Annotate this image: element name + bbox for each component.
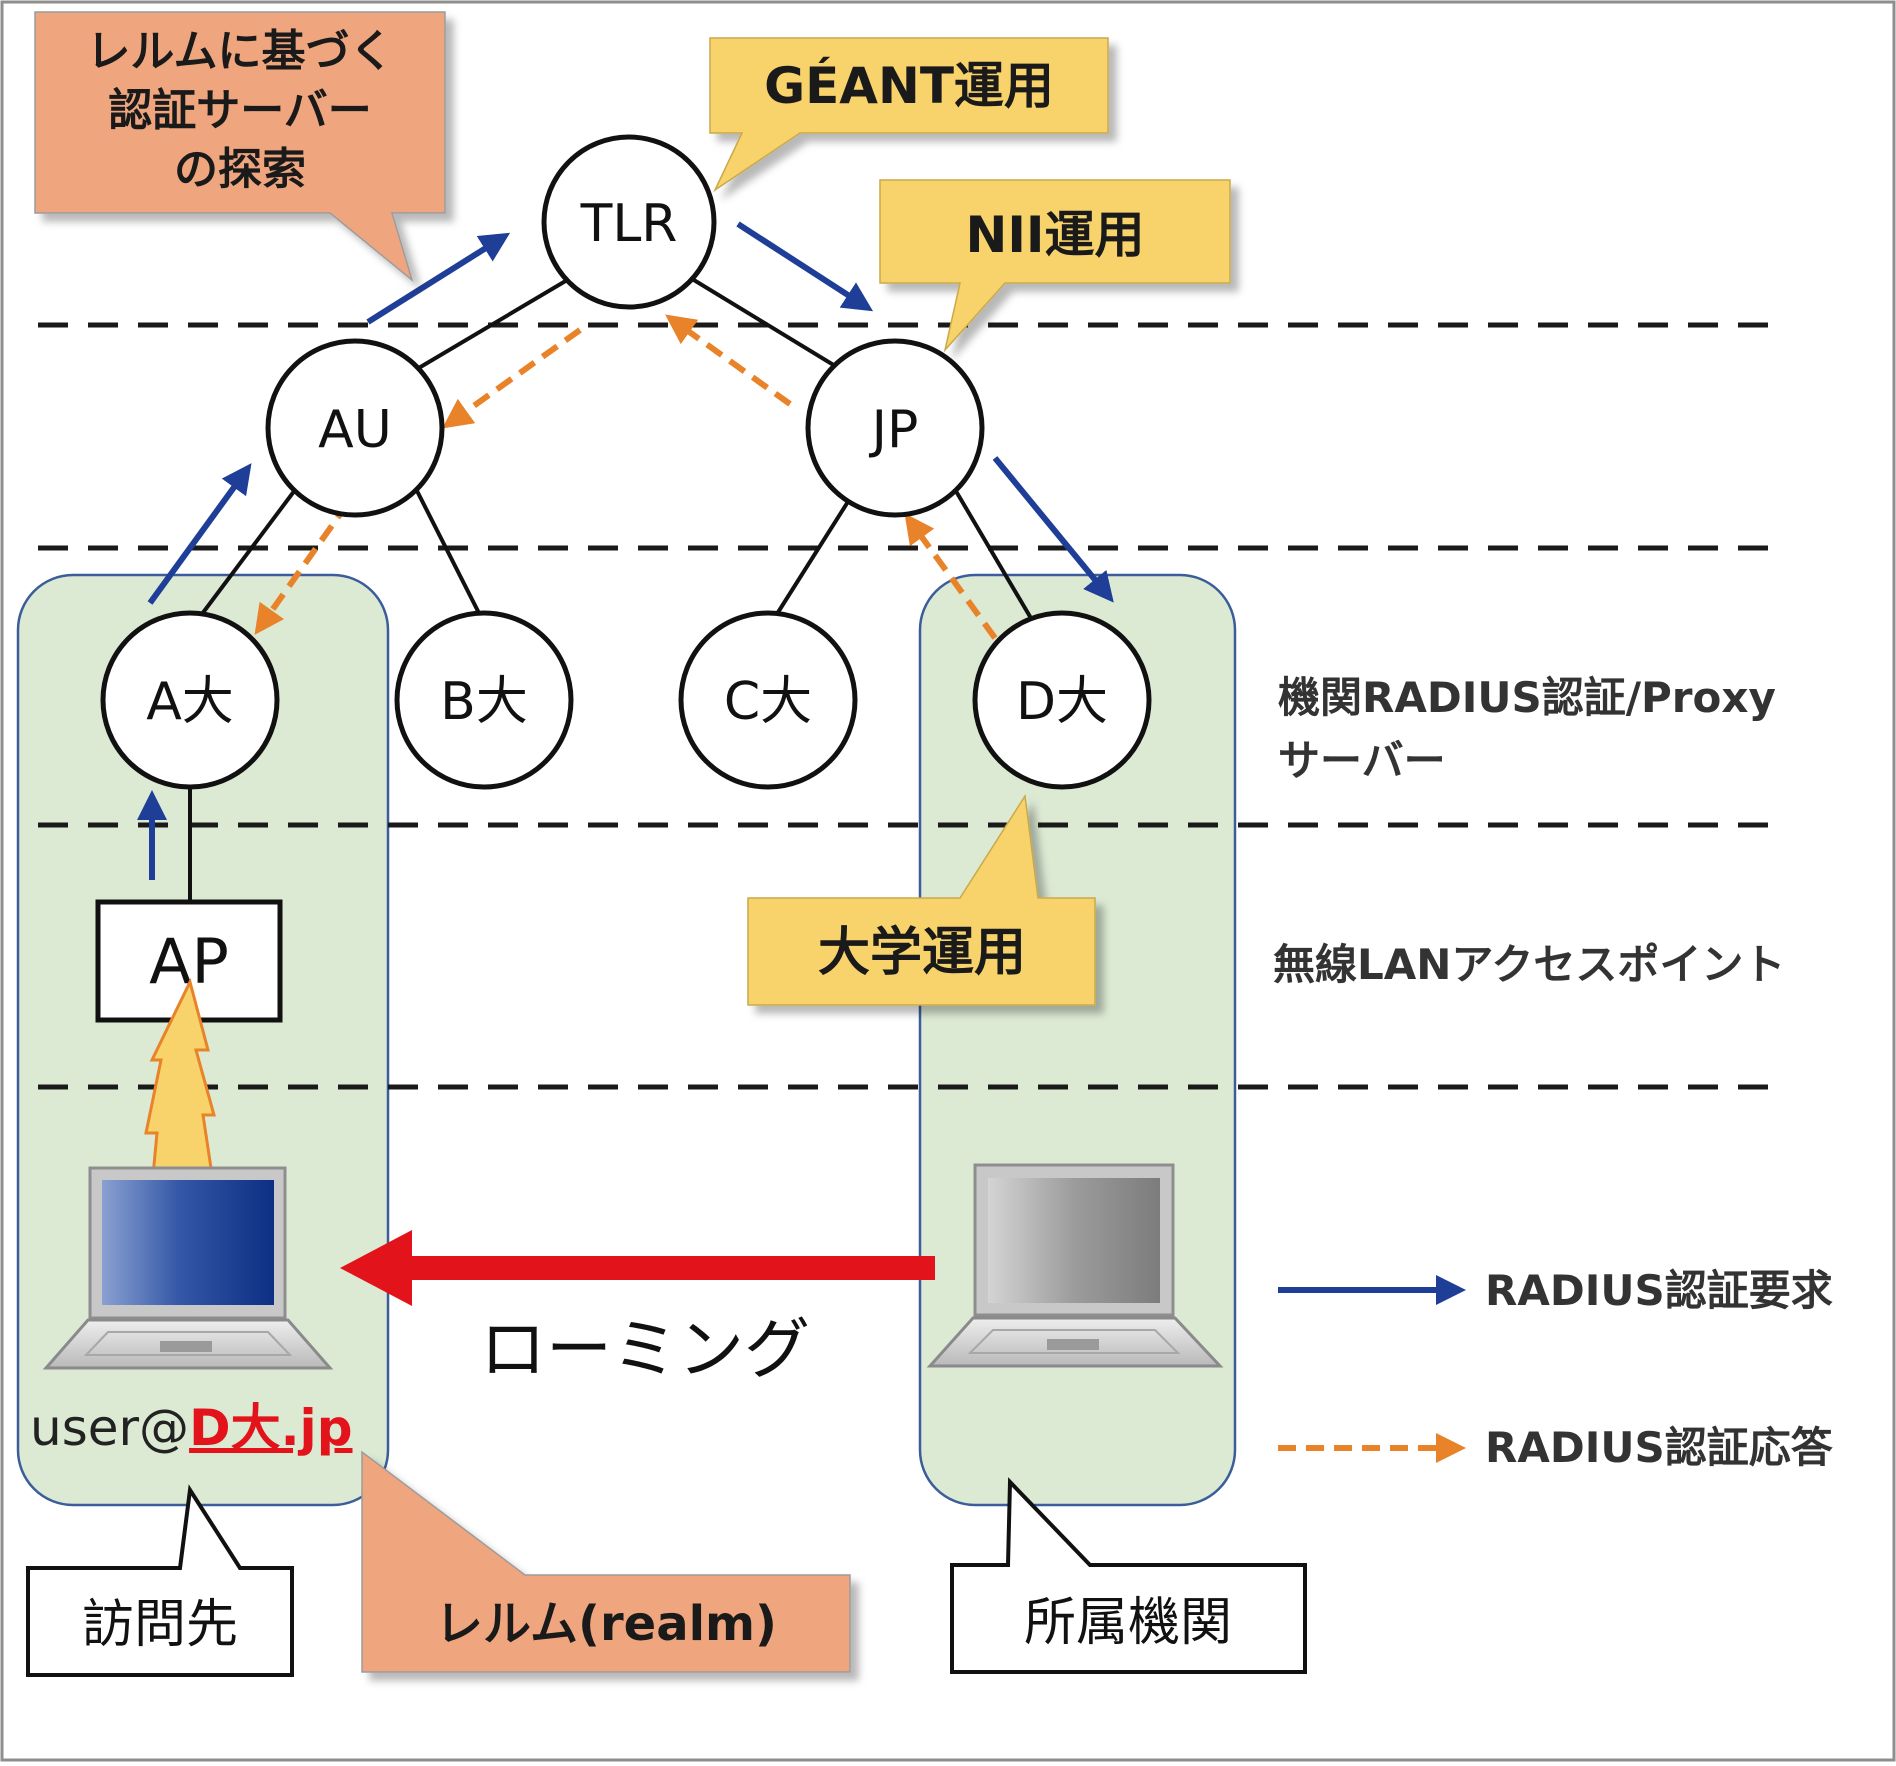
node-au-circle <box>265 338 445 518</box>
nodes <box>95 134 1152 1023</box>
callout-geant <box>709 37 1109 193</box>
layer-label-server-line-1: 機関RADIUS認証/Proxy <box>1278 673 1776 722</box>
node-b-circle <box>394 610 574 790</box>
layer-label-access-point: 無線LANアクセスポイント <box>1273 940 1785 989</box>
edge-jp-d <box>948 479 1037 627</box>
callout-home <box>950 1477 1307 1674</box>
laptop-home-icon <box>926 1163 1224 1368</box>
request-arrows <box>137 221 1114 880</box>
legend-response-label: RADIUS認証応答 <box>1485 1423 1834 1472</box>
edge-tlr-jp <box>682 272 852 377</box>
callout-nii <box>879 179 1231 353</box>
node-jp-label: JP <box>869 400 919 460</box>
callout-realm-search <box>34 11 446 283</box>
node-tlr-label: TLR <box>580 194 678 254</box>
laptop-visitor-icon <box>42 1166 334 1370</box>
node-tlr-circle <box>541 134 717 310</box>
request-arrow-tlr-jp <box>736 221 874 312</box>
legend: RADIUS認証要求 RADIUS認証応答 <box>1278 1266 1834 1472</box>
node-d-circle <box>972 610 1152 790</box>
node-b-label: B大 <box>440 672 528 732</box>
roaming-arrow <box>340 1230 935 1306</box>
callout-univ <box>747 793 1096 1006</box>
node-au-label: AU <box>318 400 392 460</box>
layer-label-server-line-2: サーバー <box>1278 736 1446 785</box>
legend-request-label: RADIUS認証要求 <box>1485 1266 1833 1315</box>
callout-visit <box>26 1484 294 1677</box>
node-d-label: D大 <box>1016 672 1108 732</box>
edge-au-a <box>188 484 300 632</box>
layer-labels: 機関RADIUS認証/Proxy サーバー 無線LANアクセスポイント <box>1273 673 1785 989</box>
response-arrows <box>254 314 998 640</box>
response-arrow-jp-tlr <box>665 314 792 407</box>
response-arrow-au-a <box>254 501 351 635</box>
callout-realm-search-line-1: レルムに基づく <box>86 26 393 77</box>
node-a-circle <box>100 610 280 790</box>
node-c-label: C大 <box>724 672 812 732</box>
callout-nii-text: NII運用 <box>965 206 1144 264</box>
callout-geant-text: GÉANT運用 <box>764 56 1054 115</box>
user-realm: D大.jp <box>189 1399 352 1457</box>
layer-separators <box>38 322 1770 1090</box>
callout-realm <box>361 1450 851 1673</box>
callout-realm-search-line-2: 認証サーバー <box>108 85 372 136</box>
node-jp-circle <box>805 338 985 518</box>
callout-realm-search-line-3: の探索 <box>174 144 306 195</box>
callout-realm-search-text: レルムに基づく 認証サーバー の探索 <box>86 26 393 195</box>
callout-univ-text: 大学運用 <box>818 923 1026 983</box>
edge-jp-c <box>768 487 858 627</box>
node-labels: TLR AU JP A大 B大 C大 D大 AP <box>146 194 1108 998</box>
user-address: user@D大.jp <box>30 1399 353 1457</box>
user-prefix: user@ <box>30 1399 189 1457</box>
request-arrow-jp-d <box>992 456 1114 603</box>
edge-au-b <box>410 480 487 626</box>
roaming-label: ローミング <box>480 1311 810 1388</box>
callout-realm-text: レルム(realm) <box>435 1596 777 1652</box>
node-a-label: A大 <box>146 672 234 732</box>
request-arrow-a-au <box>147 463 252 605</box>
node-c-circle <box>678 610 858 790</box>
tree-edges <box>188 272 1037 902</box>
callout-visit-text: 訪問先 <box>82 1595 238 1655</box>
edge-tlr-au <box>410 274 576 374</box>
request-arrow-au-tlr <box>366 232 511 325</box>
callout-home-text: 所属機関 <box>1024 1593 1232 1653</box>
response-arrow-d-jp <box>904 513 998 640</box>
